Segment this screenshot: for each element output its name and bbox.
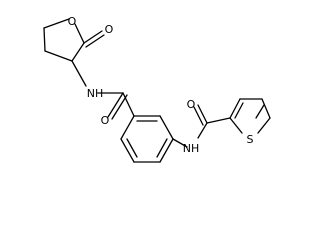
thiophene-sulfur-label: S bbox=[247, 133, 254, 146]
amide-nh-label: NH bbox=[87, 87, 104, 100]
ring-bond bbox=[257, 117, 271, 134]
molecule-drawing: O O NH O NH O S bbox=[0, 0, 300, 200]
background bbox=[0, 0, 300, 200]
benzamide-carbonyl bbox=[107, 92, 128, 120]
double-bond-line bbox=[85, 34, 105, 48]
aromatic-inner-bond bbox=[126, 138, 138, 158]
ring-to-nh-bond bbox=[71, 60, 87, 87]
carbonyl-to-thiophene-bond bbox=[206, 117, 231, 124]
thiophene-ring bbox=[229, 98, 271, 134]
ring-bond bbox=[229, 117, 243, 134]
ring-bond bbox=[43, 18, 70, 29]
ring-bond bbox=[229, 98, 241, 119]
ring-bond bbox=[43, 27, 46, 52]
ring-bond bbox=[120, 138, 135, 163]
benzene-ring bbox=[120, 115, 174, 163]
benzamide-carbonyl-oxygen-label: O bbox=[101, 114, 110, 127]
double-bond-line bbox=[107, 92, 124, 118]
ring-bond bbox=[159, 138, 174, 163]
double-bond-line bbox=[197, 104, 208, 124]
lactone-carbonyl-oxygen-label: O bbox=[105, 23, 114, 36]
carbonyl-to-ring-bond bbox=[122, 92, 135, 117]
amide-nh-label: NH bbox=[183, 142, 200, 155]
ring-bond bbox=[44, 50, 73, 62]
ring-bond bbox=[261, 98, 271, 119]
thiophene-carbonyl bbox=[193, 104, 208, 126]
double-bond-line bbox=[111, 94, 128, 120]
aromatic-inner-bond bbox=[234, 102, 244, 119]
ring-bond bbox=[71, 42, 85, 62]
aromatic-inner-bond bbox=[156, 138, 168, 158]
ring-bond bbox=[120, 115, 135, 140]
aromatic-inner-bond bbox=[255, 104, 265, 119]
structure-diagram: O O NH O NH O S bbox=[0, 0, 300, 200]
nh-to-carbonyl-bond bbox=[197, 122, 208, 139]
double-bond-line bbox=[193, 106, 204, 126]
lactone-carbonyl bbox=[83, 30, 105, 48]
ring-bond bbox=[74, 23, 85, 44]
ring-bond bbox=[159, 115, 174, 140]
double-bond-line bbox=[83, 30, 103, 44]
thiophene-carbonyl-oxygen-label: O bbox=[187, 98, 196, 111]
lactone-ring-oxygen-label: O bbox=[68, 15, 77, 28]
ring-to-nh-bond bbox=[172, 138, 188, 148]
lactone-ring bbox=[43, 18, 85, 62]
